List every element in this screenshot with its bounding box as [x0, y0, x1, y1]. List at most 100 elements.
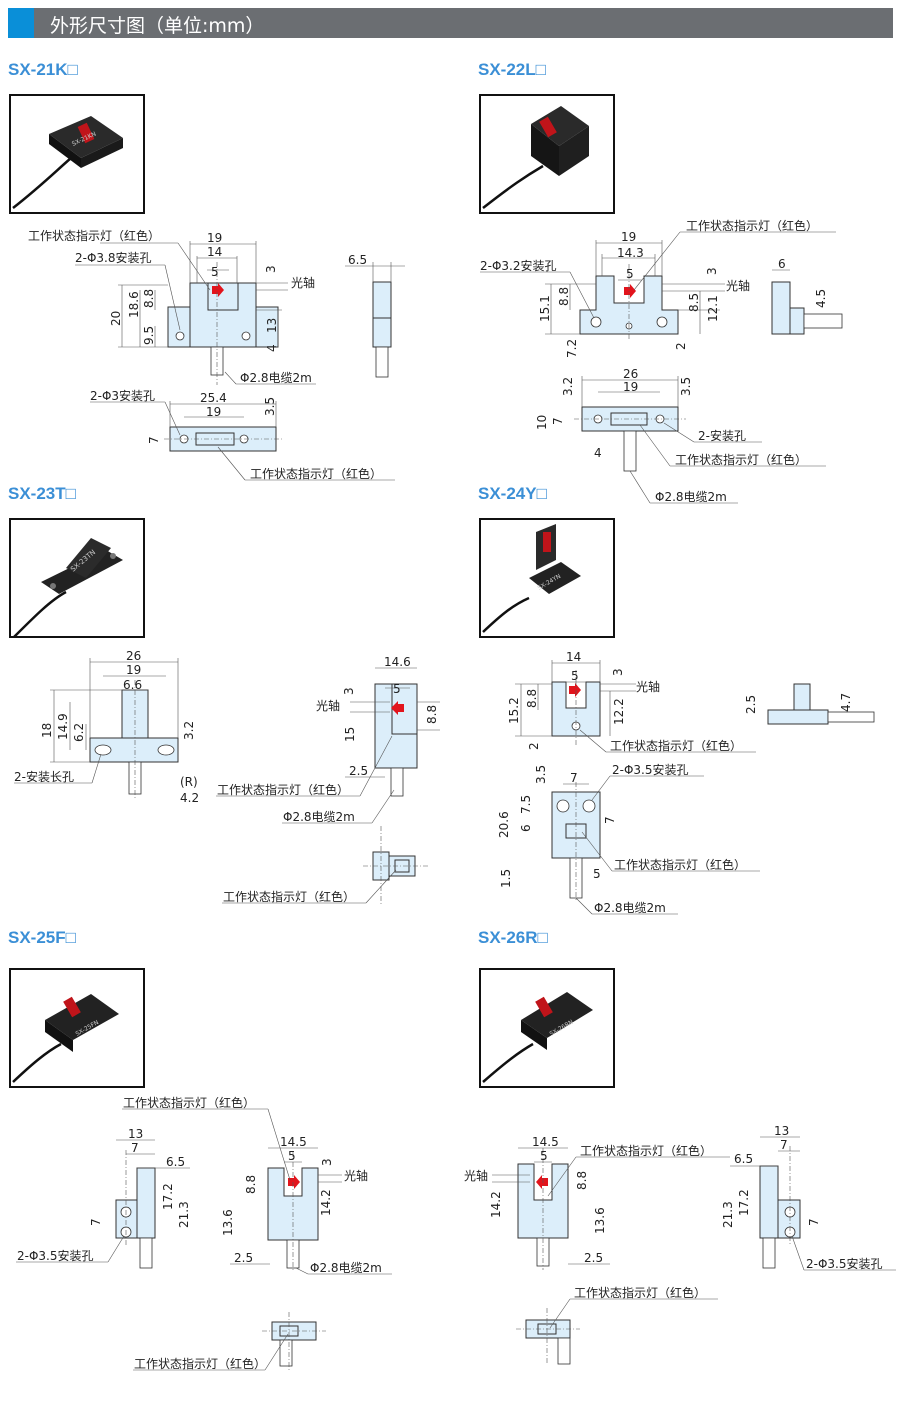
- dim-label: 21.3: [177, 1201, 191, 1228]
- dim-label: 8.8: [142, 289, 156, 308]
- callout-slot: 2-安装长孔: [14, 769, 74, 784]
- model-title-sx21: SX-21K□: [8, 60, 78, 79]
- dim-label: 1.5: [499, 869, 513, 888]
- dim-label: 3: [264, 265, 278, 273]
- dim-label: 19: [623, 380, 638, 394]
- dim-label: 7.2: [565, 339, 579, 358]
- dim-label: 13.6: [221, 1209, 235, 1236]
- dim-label: 2: [674, 342, 688, 350]
- sensor-photo-illustration: SX-23TN: [13, 538, 123, 636]
- dim-label: 3: [320, 1158, 334, 1166]
- model-title-sx23: SX-23T□: [8, 484, 76, 503]
- dim-label: 13.6: [593, 1207, 607, 1234]
- dim-label: 4.2: [180, 791, 199, 805]
- dim-label: 14.6: [384, 655, 411, 669]
- sensor-photo-illustration: SX-21KN: [12, 116, 123, 209]
- drawing-sx24-side: 2.5 4.7: [744, 683, 875, 725]
- dim-label: 25.4: [200, 391, 227, 405]
- dim-label: 4: [594, 446, 602, 460]
- dim-label: 5: [626, 267, 634, 281]
- dim-label: 20: [109, 311, 123, 326]
- sensor-photo-illustration: [482, 106, 589, 209]
- dim-label: 12.2: [612, 698, 626, 725]
- dim-label: 21.3: [721, 1201, 735, 1228]
- dim-label: 2.5: [584, 1251, 603, 1265]
- drawing-sx26-bottom: 工作状态指示灯（红色）: [516, 1285, 718, 1365]
- dim-label: 2.5: [234, 1251, 253, 1265]
- callout-cable: Φ2.8电缆2m: [655, 490, 727, 504]
- drawing-sx23-bottom: 工作状态指示灯（红色）: [222, 826, 430, 906]
- callout-holes: 2-Φ3.8安装孔: [75, 250, 152, 265]
- drawing-sx21-side: 6.5: [345, 253, 405, 378]
- dim-label: 3: [611, 668, 625, 676]
- callout-indicator: 工作状态指示灯（红色）: [614, 857, 746, 872]
- callout-indicator: 工作状态指示灯（红色）: [610, 738, 742, 753]
- dim-label: 3: [705, 267, 719, 275]
- model-title-sx24: SX-24Y□: [478, 484, 547, 503]
- dim-label: 5: [593, 867, 601, 881]
- callout-holes: 2-Φ3.5安装孔: [17, 1248, 94, 1263]
- dim-label: 7: [807, 1218, 821, 1226]
- dim-label: 19: [126, 663, 141, 677]
- section-header: 外形尺寸图（单位:mm）: [8, 8, 893, 38]
- dim-label: 14: [566, 650, 581, 664]
- dim-label: 3.2: [561, 377, 575, 396]
- dim-label: 6.6: [123, 678, 142, 692]
- drawing-sx26-front: 14.5 5 光轴 8.8 14.2 13.6 2.5 工作状态指示灯（红色）: [464, 1135, 730, 1270]
- page-title: 外形尺寸图（单位:mm）: [50, 15, 265, 37]
- drawing-sx25-left: 13 7 6.5 17.2 21.3 7 2-Φ3.5安装孔: [16, 1127, 191, 1269]
- dim-label: 7: [551, 417, 565, 425]
- callout-indicator: 工作状态指示灯（红色）: [675, 452, 807, 467]
- dim-label: 6.5: [734, 1152, 753, 1166]
- drawing-sx22-bottom: 26 19 3.5 3.2 10 7 4 2-安装孔 工作状态指示灯（红色） Φ…: [535, 367, 826, 504]
- dim-label: 6.2: [72, 723, 86, 742]
- callout-indicator: 工作状态指示灯（红色）: [686, 218, 818, 233]
- callout-indicator: 工作状态指示灯（红色）: [134, 1356, 266, 1371]
- dim-label: 13: [774, 1124, 789, 1138]
- dim-label: 7: [780, 1138, 788, 1152]
- dim-label: 17.2: [737, 1189, 751, 1216]
- dim-label: 2.5: [744, 695, 758, 714]
- dim-label: 26: [623, 367, 638, 381]
- drawing-sx25-front: 14.5 5 3 光轴 8.8 14.2 13.6 2.5 工作状态指示灯（红色…: [122, 1095, 392, 1275]
- product-photo-sx22: [479, 94, 615, 214]
- callout-indicator: 工作状态指示灯（红色）: [580, 1143, 712, 1158]
- drawing-sx23-front: 26 19 6.6 18 14.9 6.2 3.2 (R) 4.2 2-安装长孔: [14, 649, 199, 805]
- callout-cable: Φ2.8电缆2m: [240, 371, 312, 385]
- drawing-sx24-front: 14 5 3 光轴 15.2 8.8 12.2 2 工作状态指示灯（红色）: [507, 650, 756, 753]
- callout-indicator: 工作状态指示灯（红色）: [123, 1095, 255, 1110]
- dim-label: 6.5: [166, 1155, 185, 1169]
- dim-label: 8.5: [687, 293, 701, 312]
- callout-indicator: 工作状态指示灯（红色）: [28, 228, 160, 243]
- dim-label: 2: [527, 742, 541, 750]
- callout-indicator: 工作状态指示灯（红色）: [217, 782, 349, 797]
- dim-label: 5: [540, 1149, 548, 1163]
- dim-label: 14.2: [489, 1191, 503, 1218]
- model-title-sx22: SX-22L□: [478, 60, 546, 79]
- dim-label: 3.2: [182, 721, 196, 740]
- optical-axis-label: 光轴: [464, 1168, 488, 1183]
- callout-holes: 2-Φ3安装孔: [90, 388, 155, 403]
- callout-cable: Φ2.8电缆2m: [594, 901, 666, 915]
- drawing-sx21-front: 19 14 5 3 光轴 20 18.6 8.8 9.5 13 4 工作状态指示…: [28, 228, 316, 385]
- dim-label: 18: [40, 723, 54, 738]
- dim-label: 4.5: [814, 289, 828, 308]
- dim-label: 8.8: [525, 689, 539, 708]
- drawing-sx25-bottom: 工作状态指示灯（红色）: [133, 1312, 326, 1371]
- product-photo-sx21: SX-21KN: [9, 94, 145, 214]
- dim-label: 10: [535, 415, 549, 430]
- dim-label: 3: [342, 687, 356, 695]
- dim-label: 7: [131, 1141, 139, 1155]
- dim-label: 8.8: [425, 705, 439, 724]
- dim-label: 2.5: [349, 764, 368, 778]
- dim-label: 14.5: [532, 1135, 559, 1149]
- dim-label: 14.2: [319, 1189, 333, 1216]
- dim-label: 14.9: [56, 713, 70, 740]
- dim-label: 5: [288, 1149, 296, 1163]
- dim-label: 4.7: [839, 693, 853, 712]
- optical-axis-label: 光轴: [316, 698, 340, 713]
- dim-label: 5: [393, 682, 401, 696]
- dim-label: 7: [570, 771, 578, 785]
- dim-label: 14: [207, 245, 222, 259]
- drawing-sx24-bottom: 7 3.5 7.5 6 20.6 7 1.5 5 2-Φ3.5安装孔 工作状态指…: [497, 762, 760, 915]
